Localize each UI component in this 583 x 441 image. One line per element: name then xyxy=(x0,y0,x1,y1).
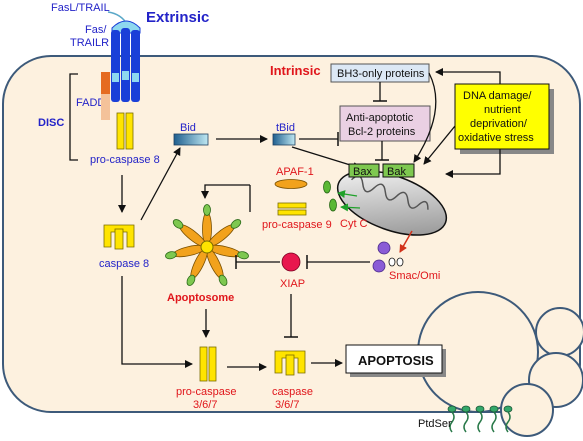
arrow-damage-to-mito xyxy=(445,149,501,178)
arrow-bh3-to-baxbak xyxy=(413,72,437,163)
antiapoptotic-label-1: Anti-apoptotic xyxy=(346,112,414,124)
bh3-label: BH3-only proteins xyxy=(337,68,425,80)
caspase367-label-2: 3/6/7 xyxy=(275,399,299,411)
xiap-icon xyxy=(281,252,301,272)
caspase8-icon xyxy=(103,224,135,250)
apaf1-label: APAF-1 xyxy=(276,166,314,178)
procaspase9-icon xyxy=(277,202,307,216)
apoptosome-hub xyxy=(200,240,214,254)
cytc-bound xyxy=(186,274,196,286)
disc-bracket xyxy=(69,73,78,161)
xiap-label: XIAP xyxy=(280,278,305,290)
procaspase9-label: pro-caspase 9 xyxy=(262,219,332,231)
apoptosis-box xyxy=(345,344,443,374)
damage-label-4: oxidative stress xyxy=(458,132,534,144)
procaspase8-icon xyxy=(116,112,134,150)
arrow-damage-to-baxbak xyxy=(423,125,456,165)
bax-box xyxy=(348,163,380,178)
apoptotic-blebs xyxy=(417,291,583,437)
procaspase367-label-2: 3/6/7 xyxy=(193,399,217,411)
extrinsic-title: Extrinsic xyxy=(146,9,209,26)
fas-receptor-label-1: Fas/ xyxy=(85,24,107,36)
fadd-icon xyxy=(101,72,110,120)
arrow-damage-to-bh3 xyxy=(435,68,501,84)
cytc-bound xyxy=(172,219,184,229)
smac-label: Smac/Omi xyxy=(389,270,440,282)
intrinsic-title: Intrinsic xyxy=(270,63,321,78)
cytc-bound xyxy=(230,219,242,229)
mitochondrion-icon xyxy=(336,170,448,236)
procaspase367-icon xyxy=(199,346,217,382)
procaspase8-label: pro-caspase 8 xyxy=(90,154,160,166)
cytc-bound xyxy=(203,204,211,216)
damage-label-2: nutrient xyxy=(484,104,521,116)
cytc-icon xyxy=(323,180,337,212)
arrow-cytc-1 xyxy=(337,190,358,199)
disc-label: DISC xyxy=(38,117,64,129)
caspase8-label: caspase 8 xyxy=(99,258,149,270)
antiapoptotic-box xyxy=(339,105,431,142)
arrow-to-apoptosome xyxy=(201,184,250,199)
bak-box xyxy=(382,163,415,178)
tbid-label: tBid xyxy=(276,122,295,134)
fas-receptor-label-2: TRAILR xyxy=(70,37,109,49)
smac-icon xyxy=(372,241,404,273)
bid-label: Bid xyxy=(180,122,196,134)
cytc-bound xyxy=(165,251,177,260)
damage-label-1: DNA damage/ xyxy=(463,90,532,102)
damage-label-3: deprivation/ xyxy=(470,118,528,130)
fasl-trail-label: FasL/TRAIL xyxy=(51,2,110,14)
antiapoptotic-label-2: Bcl-2 proteins xyxy=(348,126,416,138)
apoptosis-label: APOPTOSIS xyxy=(358,353,434,368)
procaspase367-label-1: pro-caspase xyxy=(176,386,237,398)
cytc-label: Cyt C xyxy=(340,218,368,230)
fadd-label: FADD xyxy=(76,97,105,109)
cytc-bound xyxy=(237,251,249,260)
bax-label: Bax xyxy=(353,166,372,178)
tbid-icon xyxy=(272,133,296,146)
fas-ligand-icon xyxy=(111,20,141,34)
arrow-cytc-2 xyxy=(340,203,361,212)
apoptosome-icon xyxy=(165,204,249,286)
bid-icon xyxy=(173,133,209,146)
caspase367-label-1: caspase xyxy=(272,386,313,398)
bak-label: Bak xyxy=(387,166,406,178)
ptdser-label: PtdSer xyxy=(418,418,452,430)
arrow-casp8-to-bid xyxy=(140,147,181,221)
ptdser-markers xyxy=(447,405,513,433)
apoptosome-label: Apoptosome xyxy=(167,292,234,304)
apaf1-icon xyxy=(274,179,308,189)
damage-box xyxy=(454,83,550,150)
arrow-casp8-to-procasp367 xyxy=(121,276,193,368)
fas-receptor-icon xyxy=(111,28,140,102)
arrow-smac-release xyxy=(399,230,413,253)
cytc-bound xyxy=(218,274,228,286)
caspase367-icon xyxy=(274,350,306,376)
